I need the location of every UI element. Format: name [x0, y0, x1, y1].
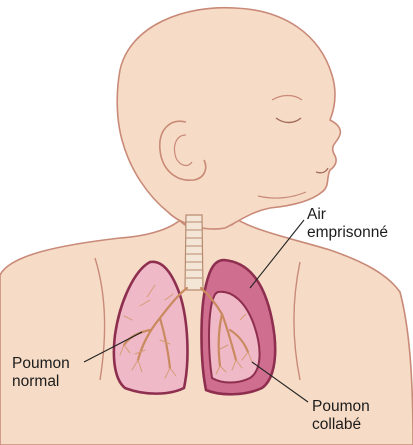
collapsed-lung-label-line1: Poumon [312, 398, 370, 416]
trapped-air-label-line2: emprisonné [307, 224, 388, 242]
head [117, 8, 340, 229]
trachea [185, 215, 203, 290]
normal-lung-label: Poumon normal [12, 355, 70, 391]
normal-lung-label-line2: normal [12, 373, 70, 391]
trapped-air-label-line1: Air [307, 206, 388, 224]
collapsed-lung-label: Poumon collabé [312, 398, 370, 434]
normal-lung-label-line1: Poumon [12, 355, 70, 373]
trapped-air-label: Air emprisonné [307, 206, 388, 242]
collapsed-lung-label-line2: collabé [312, 416, 370, 434]
